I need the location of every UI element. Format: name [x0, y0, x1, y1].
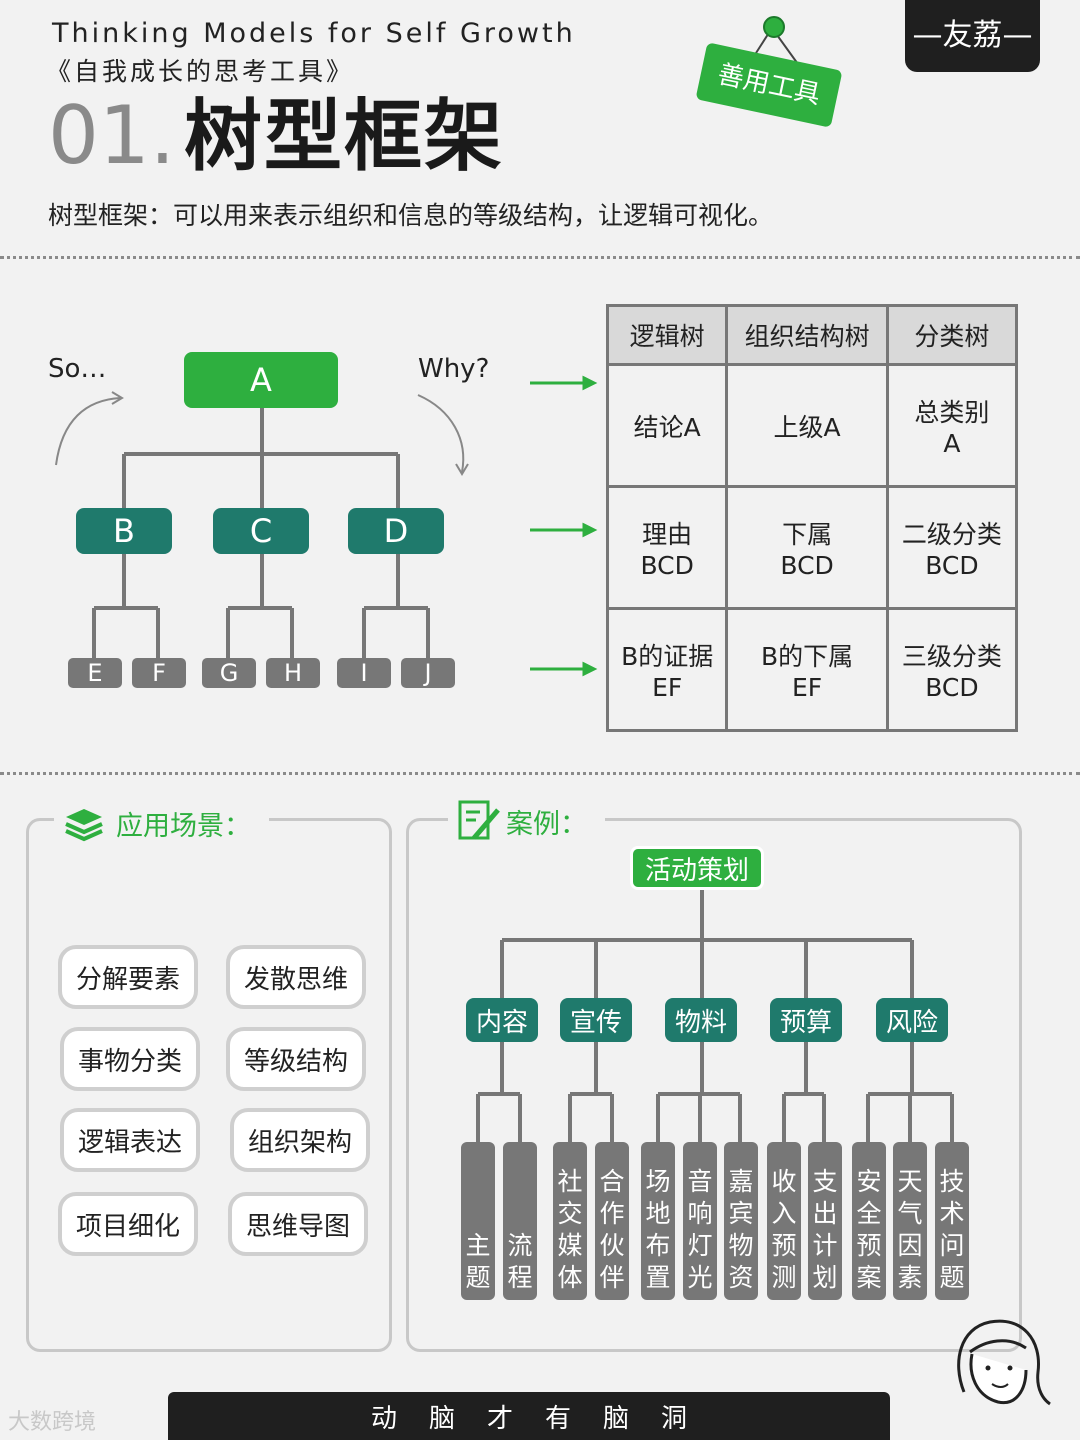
layers-icon [65, 808, 103, 841]
divider-top [0, 256, 1080, 259]
case-leaf: 技术问题 [935, 1142, 969, 1300]
table-cell: 总类别 A [885, 363, 1019, 488]
table-cell: B的下属 EF [725, 607, 889, 732]
scenario-pill: 思维导图 [228, 1192, 368, 1256]
case-panel [406, 818, 1022, 1352]
tree-node-d: D [348, 508, 444, 554]
tree-node-c: C [213, 508, 309, 554]
footer-char: 脑 [428, 1403, 455, 1434]
footer-char: 脑 [603, 1403, 630, 1434]
tree-left-note: So… [48, 354, 107, 384]
curved-arrows [55, 391, 469, 476]
case-leaf: 音响灯光 [683, 1142, 717, 1300]
girl-avatar-icon [957, 1319, 1051, 1406]
tree-node-i: I [337, 658, 391, 688]
tree-node-f: F [132, 658, 186, 688]
scenario-pill: 发散思维 [226, 945, 366, 1009]
tree-node-j: J [401, 658, 455, 688]
table-cell: 结论A [605, 363, 729, 488]
page-title: 树型框架 [184, 92, 505, 182]
tree-right-note: Why? [418, 354, 490, 384]
table-header: 组织结构树 [725, 304, 889, 366]
scenario-pill: 组织架构 [230, 1108, 370, 1172]
case-branch: 预算 [770, 998, 842, 1042]
scenario-pill: 项目细化 [58, 1192, 198, 1256]
case-leaf: 收入预测 [767, 1142, 801, 1300]
scenario-pill: 事物分类 [60, 1027, 200, 1091]
page-description: 树型框架：可以用来表示组织和信息的等级结构，让逻辑可视化。 [48, 201, 774, 230]
case-leaf: 主题 [461, 1142, 495, 1300]
english-title: Thinking Models for Self Growth [52, 18, 576, 49]
tree-node-h: H [266, 658, 320, 688]
footer-char: 才 [486, 1403, 513, 1434]
tree-node-b: B [76, 508, 172, 554]
tree-type-table: 逻辑树 组织结构树 分类树 结论A 上级A 总类别 A 理由 BCD 下属 BC… [605, 304, 1019, 732]
case-leaf: 合作伙伴 [595, 1142, 629, 1300]
row-arrows [530, 375, 598, 677]
footer-slogan: 动 脑 才 有 脑 洞 [168, 1392, 890, 1440]
footer-char: 洞 [661, 1403, 688, 1434]
case-leaf: 天气因素 [893, 1142, 927, 1300]
document-edit-icon [458, 800, 500, 840]
table-cell: B的证据 EF [605, 607, 729, 732]
tree-node-g: G [202, 658, 256, 688]
table-header: 逻辑树 [605, 304, 729, 366]
brand-badge: —友荔— [905, 0, 1040, 72]
scenarios-title: 应用场景： [106, 804, 261, 843]
tree-connectors [92, 406, 430, 660]
case-leaf: 流程 [503, 1142, 537, 1300]
table-cell: 理由 BCD [605, 485, 729, 610]
case-root: 活动策划 [630, 846, 764, 890]
tree-diagram [55, 375, 598, 677]
tree-node-root: A [184, 352, 338, 408]
footer-char: 有 [545, 1403, 572, 1434]
section-number: 01. [48, 89, 176, 182]
case-heading: 案例： [448, 798, 605, 844]
case-leaf: 嘉宾物资 [724, 1142, 758, 1300]
case-branch: 内容 [466, 998, 538, 1042]
table-cell: 二级分类 BCD [885, 485, 1019, 610]
tree-node-e: E [68, 658, 122, 688]
scenarios-heading: 应用场景： [54, 804, 269, 843]
watermark: 大数跨境 [8, 1410, 97, 1435]
divider-middle [0, 772, 1080, 775]
footer-char: 动 [370, 1403, 397, 1434]
scenario-pill: 逻辑表达 [60, 1108, 200, 1172]
scenario-pill: 分解要素 [58, 945, 198, 1009]
table-cell: 下属 BCD [725, 485, 889, 610]
pin-icon [763, 16, 785, 38]
case-title: 案例： [502, 801, 597, 841]
chinese-subtitle: 《自我成长的思考工具》 [46, 57, 355, 86]
scenario-pill: 等级结构 [226, 1027, 366, 1091]
case-leaf: 安全预案 [852, 1142, 886, 1300]
case-branch: 物料 [665, 998, 737, 1042]
table-cell: 三级分类 BCD [885, 607, 1019, 732]
table-cell: 上级A [725, 363, 889, 488]
case-leaf: 社交媒体 [553, 1142, 587, 1300]
case-branch: 风险 [876, 998, 948, 1042]
table-header: 分类树 [885, 304, 1019, 366]
case-branch: 宣传 [560, 998, 632, 1042]
case-leaf: 场地布置 [641, 1142, 675, 1300]
case-leaf: 支出计划 [808, 1142, 842, 1300]
